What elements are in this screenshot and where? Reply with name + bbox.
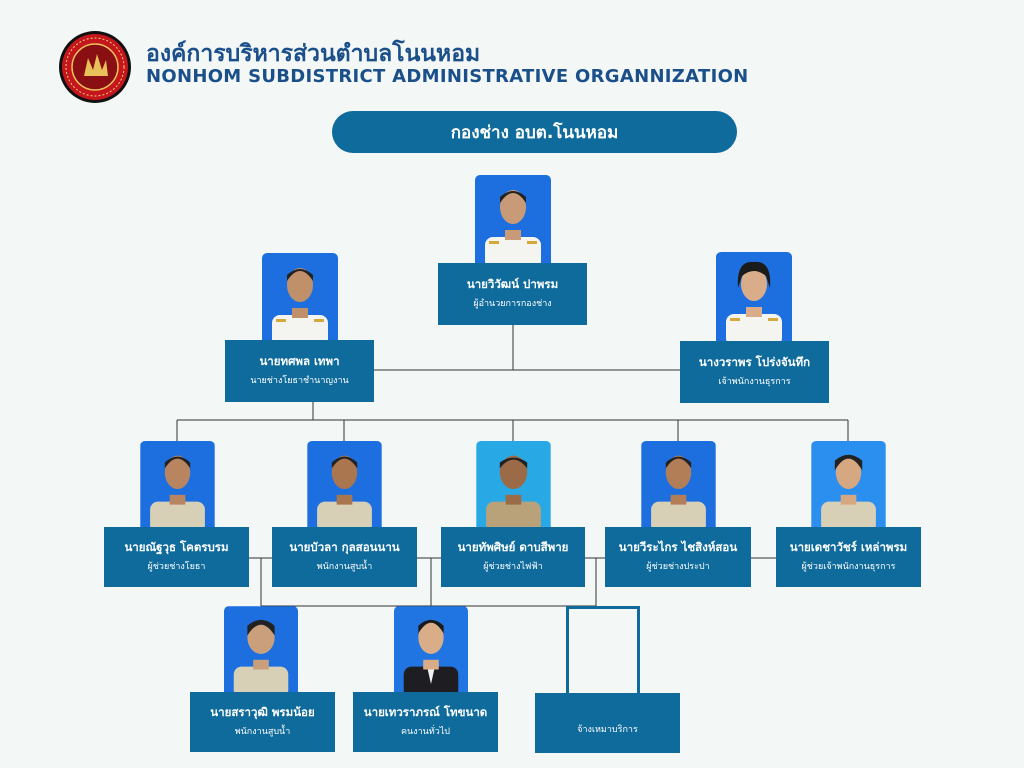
member-name: นายบัวลา กุลสอนนาน: [289, 540, 400, 554]
staff3-photo: [476, 441, 551, 533]
member-name: นายทัพศิษย์ ดาบสีพาย: [457, 540, 569, 554]
staff5-photo: [811, 441, 886, 533]
staff5-card: นายเดชาวัชร์ เหล่าพรม ผู้ช่วยเจ้าพนักงาน…: [776, 527, 921, 587]
member-name: นายเดชาวัชร์ เหล่าพรม: [789, 540, 908, 554]
staff7-photo: [394, 606, 468, 698]
admin-officer-card: นางวราพร โปร่งจันทึก เจ้าพนักงานธุรการ: [680, 341, 829, 403]
member-name: นายวิวัฒน์ ปาพรม: [466, 277, 559, 291]
member-position: ผู้ช่วยช่างไฟฟ้า: [483, 562, 543, 572]
member-position: ผู้ช่วยช่างประปา: [646, 562, 710, 572]
member-name: นางวราพร โปร่งจันทึก: [698, 355, 811, 369]
staff6-card: นายสราวุฒิ พรมน้อย พนักงานสูบน้ำ: [190, 692, 335, 752]
member-position: เจ้าพนักงานธุรการ: [718, 377, 791, 387]
member-position: พนักงานสูบน้ำ: [234, 727, 291, 737]
staff3-card: นายทัพศิษย์ ดาบสีพาย ผู้ช่วยช่างไฟฟ้า: [441, 527, 585, 587]
member-position: นายช่างโยธาชำนาญงาน: [250, 376, 349, 386]
member-name: นายเทวราภรณ์ โทขนาด: [363, 705, 488, 719]
engineer-card: นายทศพล เทพา นายช่างโยธาชำนาญงาน: [225, 340, 374, 402]
member-position: ผู้อำนวยการกองช่าง: [473, 299, 552, 309]
director-photo: [475, 175, 551, 269]
member-position: พนักงานสูบน้ำ: [316, 562, 373, 572]
member-name: นายวีระไกร ไชสิงห์สอน: [618, 540, 738, 554]
member-position: ผู้ช่วยเจ้าพนักงานธุรการ: [801, 562, 896, 572]
member-name: นายทศพล เทพา: [259, 354, 340, 368]
staff4-photo: [641, 441, 716, 533]
department-title: กองช่าง อบต.โนนหอม: [450, 122, 619, 143]
seal-logo-icon: [59, 31, 131, 103]
engineer-photo: [262, 253, 338, 347]
admin-officer-photo: [716, 252, 792, 346]
org-name-english: NONHOM SUBDISTRICT ADMINISTRATIVE ORGANN…: [146, 66, 749, 87]
director-card: นายวิวัฒน์ ปาพรม ผู้อำนวยการกองช่าง: [438, 263, 587, 325]
staff2-card: นายบัวลา กุลสอนนาน พนักงานสูบน้ำ: [272, 527, 417, 587]
staff1-photo: [140, 441, 215, 533]
member-position: ผู้ช่วยช่างโยธา: [147, 562, 206, 572]
member-name: นายสราวุฒิ พรมน้อย: [210, 705, 315, 719]
member-name: นายณัฐวุธ โคตรบรม: [124, 540, 229, 554]
staff1-card: นายณัฐวุธ โคตรบรม ผู้ช่วยช่างโยธา: [104, 527, 249, 587]
org-name-thai: องค์การบริหารส่วนตำบลโนนหอม: [146, 41, 481, 67]
staff6-photo: [224, 606, 298, 698]
member-position: จ้างเหมาบริการ: [577, 724, 638, 735]
member-position: คนงานทั่วไป: [401, 727, 450, 737]
staff7-card: นายเทวราภรณ์ โทขนาด คนงานทั่วไป: [353, 692, 498, 752]
staff4-card: นายวีระไกร ไชสิงห์สอน ผู้ช่วยช่างประปา: [605, 527, 751, 587]
staff2-photo: [307, 441, 382, 533]
department-banner: กองช่าง อบต.โนนหอม: [332, 111, 737, 153]
vacant-card: จ้างเหมาบริการ: [535, 693, 680, 753]
